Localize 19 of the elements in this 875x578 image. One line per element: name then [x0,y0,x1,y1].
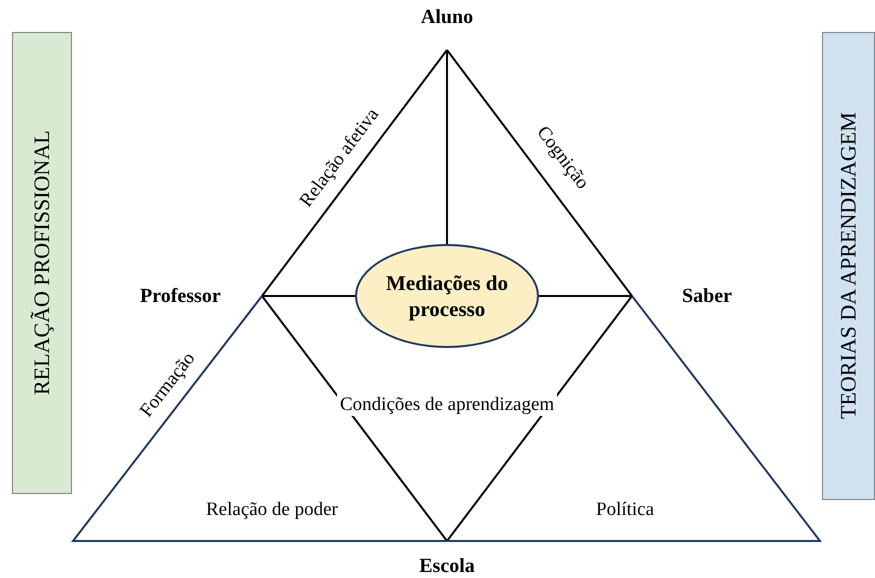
connector-line [446,295,633,542]
node-label: Escola [397,541,497,578]
region-label: Política [596,499,654,521]
ellipse-node: Mediações do processo [355,244,539,348]
region-label: Relação de poder [206,499,338,521]
node-label: Saber [632,280,732,312]
connector-line [447,295,822,542]
connector-line [446,50,448,244]
connector-line [70,295,447,542]
node-label: Professor [140,280,262,312]
connector-line [446,49,633,297]
connector-line [261,295,448,542]
connector-line [262,295,355,297]
node-label: Aluno [397,6,497,50]
side-band: RELAÇÃO PROFISSIONAL [12,32,72,494]
connector-line [539,295,632,297]
connector-line [261,49,448,297]
region-label: Condições de aprendizagem [337,394,558,416]
side-band: TEORIAS DA APRENDIZAGEM [822,32,875,500]
